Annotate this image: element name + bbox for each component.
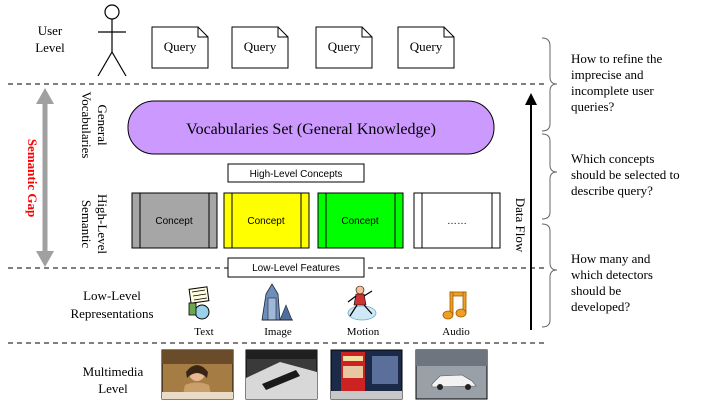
high-level-concepts-label: High-Level Concepts <box>250 169 343 180</box>
question-3-line-3: should be <box>571 283 621 298</box>
query-label: Query <box>164 39 197 54</box>
high-level-concepts-box <box>227 163 365 183</box>
low-level-features-label: Low-Level Features <box>252 263 340 274</box>
question-3-line-2: which detectors <box>571 267 653 282</box>
semantic-gap-arrow <box>36 88 54 267</box>
media-label: Image <box>264 326 292 338</box>
concept-label: Concept <box>247 216 284 227</box>
text-document-icon <box>188 286 210 320</box>
user-stick-figure-icon <box>97 4 127 77</box>
user-level-label-1: User <box>38 23 63 38</box>
query-label: Query <box>244 39 277 54</box>
general-vocabularies-label-2: Vocabularies <box>79 92 94 159</box>
concept-label: …… <box>447 216 467 227</box>
question-3-line-4: developed? <box>571 299 630 314</box>
question-2-line-1: Which concepts <box>571 151 654 166</box>
video-thumbnail-news-anchor <box>161 349 234 400</box>
query-label: Query <box>410 39 443 54</box>
low-level-label-2: Representations <box>70 306 153 321</box>
query-document: Query <box>151 26 209 69</box>
concept-box: Concept <box>317 192 404 249</box>
music-note-icon <box>442 291 467 320</box>
concept-box: …… <box>413 192 501 249</box>
low-level-features-box <box>227 257 365 278</box>
brace-user-queries <box>541 37 558 132</box>
concept-box: Concept <box>131 192 218 249</box>
general-vocabularies-label-1: General <box>95 104 110 146</box>
multimedia-level-label-2: Level <box>98 381 128 396</box>
media-label: Text <box>194 326 213 338</box>
brace-concepts <box>541 133 558 220</box>
query-document: Query <box>397 26 455 69</box>
vocabularies-set-box <box>127 100 495 155</box>
concept-label: Concept <box>155 216 192 227</box>
low-level-label-1: Low-Level <box>83 288 141 303</box>
concept-label: Concept <box>341 216 378 227</box>
semantic-gap-label: Semantic Gap <box>25 139 40 217</box>
query-document: Query <box>231 26 289 69</box>
data-flow-label: Data Flow <box>513 198 528 253</box>
high-level-semantic-label-1: High-Level <box>95 194 110 254</box>
question-2-line-3: describe query? <box>571 183 653 198</box>
media-label: Motion <box>347 326 380 338</box>
video-thumbnail-car <box>415 349 488 400</box>
query-label: Query <box>328 39 361 54</box>
vocabularies-set-label: Vocabularies Set (General Knowledge) <box>186 121 436 138</box>
query-document: Query <box>315 26 373 69</box>
user-level-label-2: Level <box>35 40 65 55</box>
video-thumbnail-dark-scene <box>245 349 318 400</box>
question-1-line-3: incomplete user <box>571 83 654 98</box>
question-1-line-4: queries? <box>571 99 615 114</box>
brace-detectors <box>541 223 558 328</box>
video-thumbnail-magazine <box>330 349 403 400</box>
high-level-semantic-label-2: Semantic <box>79 200 94 249</box>
multimedia-level-label-1: Multimedia <box>83 364 144 379</box>
media-label: Audio <box>442 326 470 338</box>
question-1-line-2: imprecise and <box>571 67 644 82</box>
question-3-line-1: How many and <box>571 251 651 266</box>
question-1-line-1: How to refine the <box>571 51 663 66</box>
building-image-icon <box>261 283 293 321</box>
question-2-line-2: should be selected to <box>571 167 680 182</box>
concept-box: Concept <box>223 192 310 249</box>
runner-motion-icon <box>347 285 377 321</box>
